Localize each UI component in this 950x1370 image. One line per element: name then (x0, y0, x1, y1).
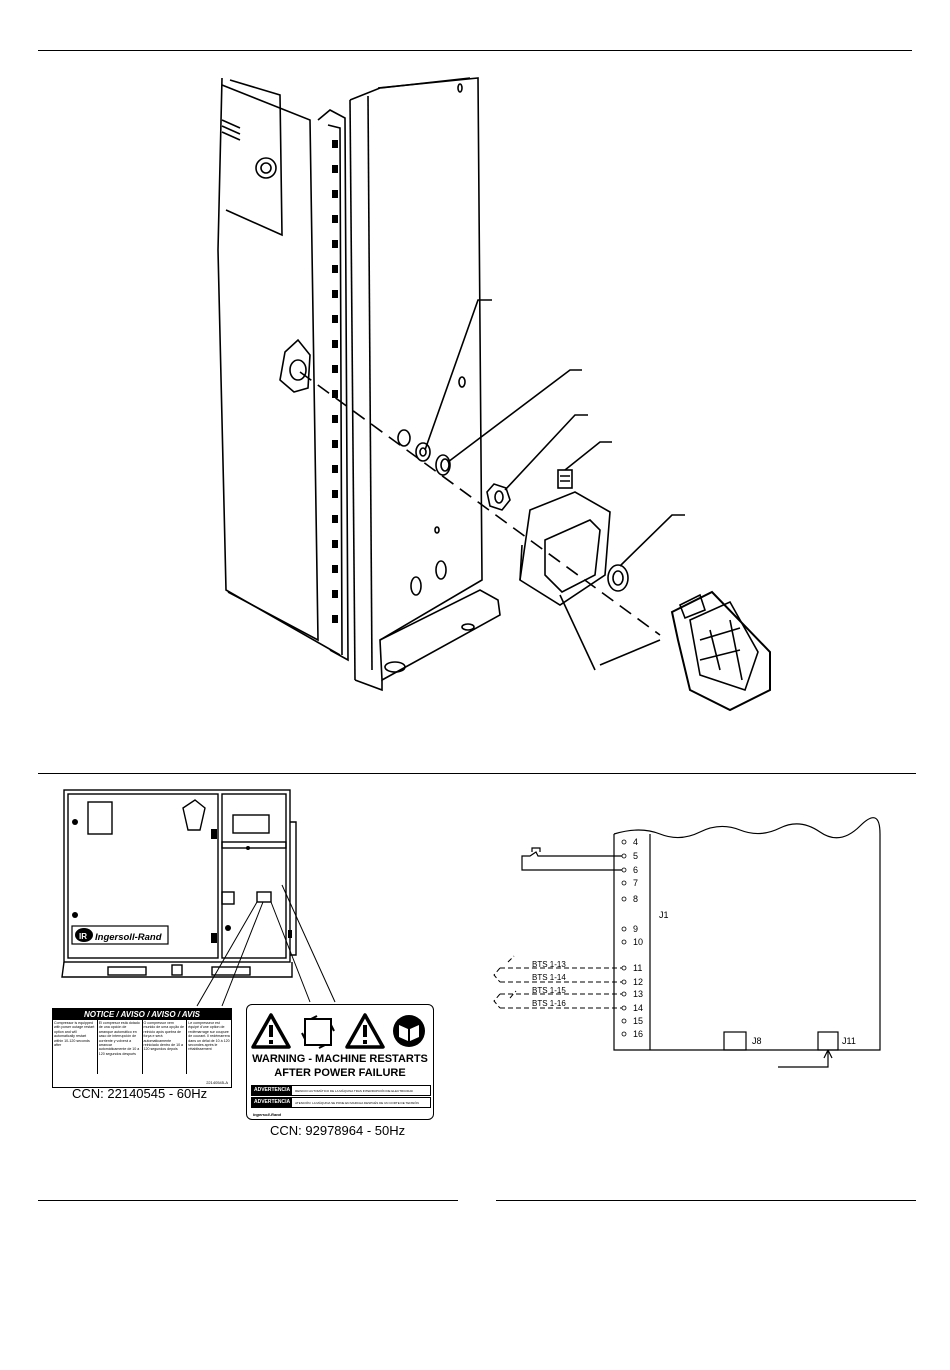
ingersoll-rand-logo: IR Ingersoll-Rand (71, 925, 169, 945)
enclosure-exploded-view (217, 77, 771, 712)
notice-column-fr: Le compresseur est équipé d'une option d… (188, 1021, 230, 1052)
advertencia-tag-2: ADVERTENCIA (252, 1098, 293, 1107)
read-manual-icon (393, 1015, 425, 1047)
middle-rule (38, 773, 916, 774)
bts-label: BTS 1-15 (532, 986, 566, 995)
terminal-label: 6 (633, 865, 638, 875)
connector-label-j8: J8 (752, 1036, 762, 1046)
terminal-label: 12 (633, 977, 643, 987)
terminal-label: 4 (633, 837, 638, 847)
connector-label-j11: J11 (842, 1036, 856, 1046)
terminal-label: 15 (633, 1016, 643, 1026)
terminal-label: 13 (633, 989, 643, 999)
board-label-j1: J1 (659, 910, 669, 920)
advertencia-text-1: REINICIO AUTOMÁTICO DE LA MÁQUINA TRAS I… (295, 1088, 414, 1093)
notice-column-es: El compresor está dotado de una opción d… (98, 1020, 143, 1074)
terminal-points (621, 839, 627, 1037)
notice-column-en: Compressor is equipped with power outage… (53, 1020, 98, 1074)
terminal-label: 5 (633, 851, 638, 861)
warning-line-1: WARNING - MACHINE RESTARTS (252, 1053, 428, 1065)
restart-cycle-icon (301, 1015, 335, 1049)
warning-brand: Ingersoll-Rand (253, 1112, 282, 1117)
terminal-label: 16 (633, 1029, 643, 1039)
bts-label: BTS 1-14 (532, 973, 566, 982)
warning-triangle-icon (251, 1013, 291, 1049)
warning-ccn-caption: CCN: 92978964 - 50Hz (270, 1123, 406, 1138)
terminal-label: 9 (633, 924, 638, 934)
warning-line-2: AFTER POWER FAILURE (274, 1067, 406, 1079)
terminal-label: 8 (633, 894, 638, 904)
bts-label: BTS 1-13 (532, 960, 566, 969)
bottom-right-rule (496, 1200, 916, 1201)
notice-column-pt: O compressor vem munido de uma opção de … (143, 1020, 188, 1074)
notice-label: NOTICE / AVISO / AVISO / AVIS Compressor… (52, 1008, 232, 1088)
notice-ccn-caption: CCN: 22140545 - 60Hz (72, 1086, 208, 1101)
terminal-label: 14 (633, 1003, 643, 1013)
bottom-left-rule (38, 1200, 458, 1201)
notice-label-header: NOTICE / AVISO / AVISO / AVIS (53, 1009, 231, 1020)
terminal-label: 7 (633, 878, 638, 888)
bts-label: BTS 1-16 (532, 999, 566, 1008)
advertencia-text-2: ATENCIÓN: LA MÁQUINA SE PONE EN MARCHA D… (295, 1100, 419, 1105)
top-rule (38, 50, 912, 51)
warning-triangle-icon-2 (345, 1013, 385, 1049)
terminal-labels: 4 5 6 7 8 9 10 11 12 13 14 15 16 (633, 837, 643, 1039)
notice-part-number: 22140545-A (206, 1080, 228, 1085)
advertencia-tag-1: ADVERTENCIA (252, 1086, 293, 1095)
terminal-label: 10 (633, 937, 643, 947)
warning-label: WARNING - MACHINE RESTARTS AFTER POWER F… (246, 1004, 434, 1120)
svg-text:IR: IR (79, 932, 87, 941)
terminal-label: 11 (633, 963, 642, 973)
svg-text:Ingersoll-Rand: Ingersoll-Rand (95, 932, 162, 943)
